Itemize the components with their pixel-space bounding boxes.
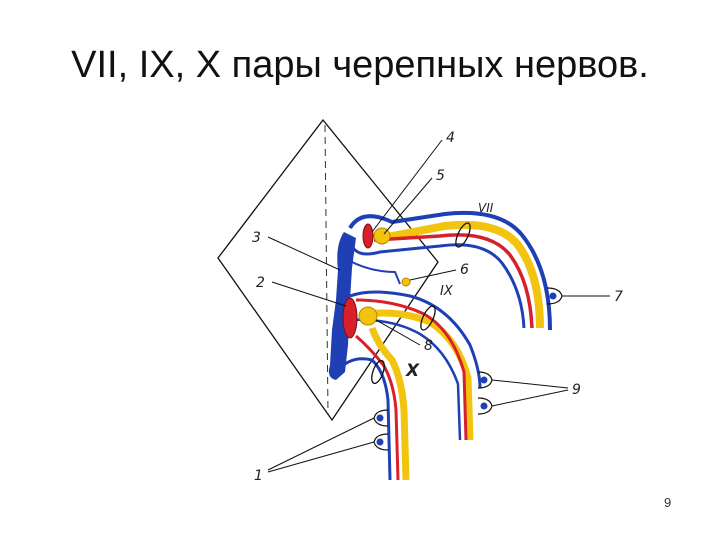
label-8: 8 [424, 338, 433, 354]
label-3: 3 [252, 230, 261, 246]
nucleus-6-dot [402, 278, 410, 286]
label-nerve-ix: IX [440, 284, 454, 299]
leader-lines [268, 140, 610, 472]
label-6: 6 [460, 262, 469, 278]
label-5: 5 [436, 168, 445, 184]
label-4: 4 [446, 130, 455, 146]
slide-number: 9 [664, 495, 671, 510]
rhomboid-fossa-outline [218, 120, 438, 420]
nerve-ix-ganglion-lower-dot [481, 403, 488, 410]
nerve-vii-ganglion-dot [550, 293, 557, 300]
label-nerve-x: X [405, 361, 420, 381]
median-sulcus [325, 125, 328, 414]
nerve-vii-red-nucleus [363, 224, 373, 248]
label-2: 2 [256, 275, 265, 291]
label-1: 1 [254, 468, 263, 484]
nerve-ix-red-nucleus [343, 298, 357, 338]
label-7: 7 [614, 289, 623, 305]
nerve-ix-yellow-nucleus [359, 307, 377, 325]
nerve-x-ganglion-lower-dot [377, 439, 384, 446]
nerve-x-ganglion-upper-dot [377, 415, 384, 422]
nerve-ix-connector-fiber [348, 260, 400, 284]
label-9: 9 [572, 382, 581, 398]
nerve-ix-ganglion-upper-dot [481, 377, 488, 384]
label-nerve-vii: VII [478, 201, 494, 215]
